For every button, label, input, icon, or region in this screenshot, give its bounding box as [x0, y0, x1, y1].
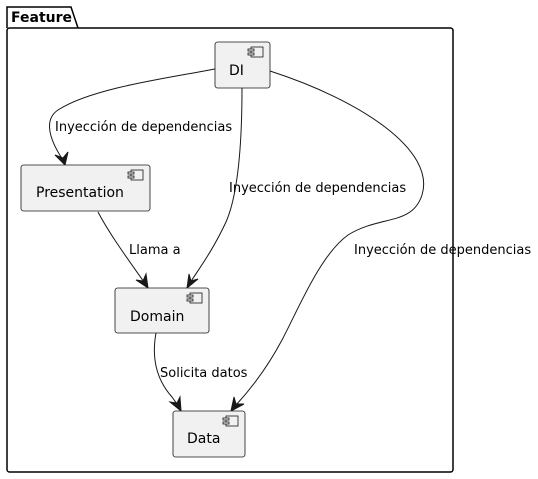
package-tab — [6, 6, 79, 29]
component-domain[interactable]: Domain — [114, 287, 210, 334]
edge-label-domain-data: Solicita datos — [160, 366, 248, 381]
edge-di-to-presentation: Inyección de dependencias — [49, 68, 232, 166]
component-box — [114, 287, 210, 334]
package-feature: Feature — [6, 6, 454, 473]
component-label-presentation: Presentation — [36, 185, 124, 201]
component-icon — [127, 169, 144, 181]
edge-domain-to-data: Solicita datos — [153, 332, 248, 413]
edge-label-di-domain: Inyección de dependencias — [229, 181, 406, 196]
component-label-di: DI — [229, 63, 244, 79]
arrowhead — [135, 272, 149, 290]
component-icon — [222, 415, 239, 427]
arrowhead — [230, 396, 245, 412]
component-di[interactable]: DI — [214, 41, 271, 89]
component-icon — [247, 46, 264, 58]
edge-line — [49, 68, 216, 161]
component-label-domain: Domain — [130, 309, 184, 325]
edge-di-to-domain: Inyección de dependencias — [186, 87, 406, 290]
component-icon — [186, 292, 203, 304]
component-data[interactable]: Data — [172, 410, 246, 458]
edge-di-to-data: Inyección de dependencias — [230, 70, 531, 412]
edge-line — [189, 87, 243, 284]
arrowhead — [54, 151, 69, 166]
edge-label-presentation-domain: Llama a — [129, 243, 181, 258]
edge-line — [97, 211, 145, 283]
edge-label-di-data: Inyección de dependencias — [354, 243, 531, 258]
component-presentation[interactable]: Presentation — [20, 164, 151, 212]
edge-label-di-presentation: Inyección de dependencias — [55, 120, 232, 135]
edge-line — [235, 70, 425, 406]
edge-presentation-to-domain: Llama a — [97, 211, 181, 290]
package-title: Feature — [11, 10, 72, 26]
arrowhead — [168, 395, 182, 413]
component-box — [20, 164, 151, 212]
arrowhead — [186, 273, 199, 290]
component-label-data: Data — [187, 431, 220, 447]
package-frame — [6, 27, 454, 473]
